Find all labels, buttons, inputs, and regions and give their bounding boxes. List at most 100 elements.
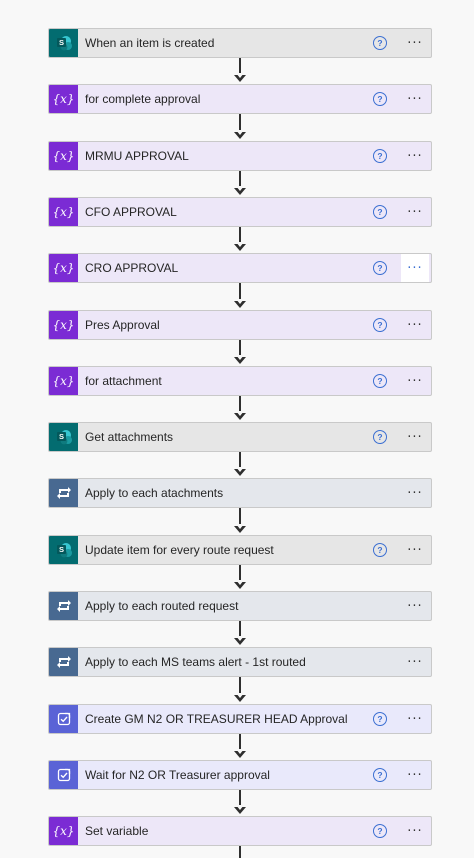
step-title: Apply to each routed request: [85, 599, 239, 613]
more-options-button[interactable]: ···: [407, 542, 423, 558]
connector-line: [239, 283, 241, 304]
more-options-button[interactable]: ···: [401, 254, 429, 282]
arrow-down-icon: [234, 242, 246, 251]
help-icon[interactable]: ?: [373, 318, 387, 332]
help-icon[interactable]: ?: [373, 92, 387, 106]
help-icon[interactable]: ?: [373, 768, 387, 782]
connector-line: [239, 677, 241, 698]
connector-line: [239, 508, 241, 529]
step-set-variable[interactable]: {x}Set variable?···: [48, 816, 432, 846]
arrow-down-icon: [234, 411, 246, 420]
connector-line: [239, 171, 241, 191]
connector-line: [239, 396, 241, 416]
more-options-button[interactable]: ···: [407, 35, 423, 51]
variable-icon: {x}: [49, 817, 78, 845]
connector-line: [239, 846, 241, 858]
more-options-button[interactable]: ···: [407, 711, 423, 727]
step-create-gm-n2-or-treasurer-head-approval[interactable]: Create GM N2 OR TREASURER HEAD Approval?…: [48, 704, 432, 734]
arrow-down-icon: [234, 636, 246, 645]
variable-glyph: {x}: [52, 149, 75, 163]
step-title: MRMU APPROVAL: [85, 149, 189, 163]
step-when-an-item-is-created[interactable]: S When an item is created? ···: [48, 28, 432, 58]
step-mrmu-approval[interactable]: {x} MRMU APPROVAL? ···: [48, 141, 432, 171]
arrow-down-icon: [234, 805, 246, 814]
variable-icon: {x}: [49, 367, 78, 395]
connector-line: [239, 734, 241, 754]
help-icon[interactable]: ?: [373, 712, 387, 726]
variable-icon: {x}: [49, 142, 78, 170]
more-options-button[interactable]: ···: [407, 767, 423, 783]
more-options-button[interactable]: ···: [407, 317, 423, 333]
help-icon[interactable]: ?: [373, 205, 387, 219]
step-title: Wait for N2 OR Treasurer approval: [85, 768, 270, 782]
connector-line: [239, 340, 241, 360]
step-title: Update item for every route request: [85, 543, 274, 557]
step-apply-to-each-routed-request[interactable]: Apply to each routed request ···: [48, 591, 432, 621]
more-options-button[interactable]: ···: [407, 429, 423, 445]
more-options-button[interactable]: ···: [407, 204, 423, 220]
step-cfo-approval[interactable]: {x} CFO APPROVAL? ···: [48, 197, 432, 227]
step-cro-approval[interactable]: {x}CRO APPROVAL?···: [48, 253, 432, 283]
sharepoint-icon: S: [49, 423, 78, 451]
variable-glyph: {x}: [52, 92, 75, 106]
more-options-button[interactable]: ···: [407, 148, 423, 164]
step-title: When an item is created: [85, 36, 215, 50]
connector-line: [239, 114, 241, 135]
more-options-button[interactable]: ···: [407, 598, 423, 614]
step-apply-to-each-ms-teams-alert[interactable]: Apply to each MS teams alert - 1st route…: [48, 647, 432, 677]
step-wait-for-n2-or-treasurer-approval[interactable]: Wait for N2 OR Treasurer approval? ···: [48, 760, 432, 790]
arrow-down-icon: [234, 749, 246, 758]
arrow-down-icon: [234, 355, 246, 364]
help-icon[interactable]: ?: [373, 430, 387, 444]
connector-line: [239, 227, 241, 247]
variable-icon: {x}: [49, 254, 78, 282]
step-title: Apply to each MS teams alert - 1st route…: [85, 655, 306, 669]
variable-glyph: {x}: [52, 374, 75, 388]
help-icon[interactable]: ?: [373, 543, 387, 557]
loop-icon: [49, 479, 78, 507]
help-icon[interactable]: ?: [373, 36, 387, 50]
variable-glyph: {x}: [52, 205, 75, 219]
step-title: for attachment: [85, 374, 162, 388]
svg-text:S: S: [58, 432, 63, 441]
step-for-complete-approval[interactable]: {x}for complete approval?···: [48, 84, 432, 114]
more-options-button[interactable]: ···: [407, 654, 423, 670]
approval-icon: [49, 705, 78, 733]
connector-line: [239, 621, 241, 641]
step-for-attachment[interactable]: {x} for attachment? ···: [48, 366, 432, 396]
step-title: Apply to each atachments: [85, 486, 224, 500]
variable-icon: {x}: [49, 198, 78, 226]
variable-glyph: {x}: [52, 318, 75, 332]
arrow-down-icon: [234, 524, 246, 533]
sharepoint-icon: S: [49, 29, 78, 57]
help-icon[interactable]: ?: [373, 149, 387, 163]
help-icon[interactable]: ?: [373, 261, 387, 275]
more-options-button[interactable]: ···: [407, 485, 423, 501]
arrow-down-icon: [234, 73, 246, 82]
step-title: Pres Approval: [85, 318, 160, 332]
step-apply-to-each-atachments[interactable]: Apply to each atachments ···: [48, 478, 432, 508]
step-pres-approval[interactable]: {x} Pres Approval? ···: [48, 310, 432, 340]
step-title: Create GM N2 OR TREASURER HEAD Approval: [85, 712, 348, 726]
arrow-down-icon: [234, 130, 246, 139]
step-title: CFO APPROVAL: [85, 205, 177, 219]
more-options-button[interactable]: ···: [407, 91, 423, 107]
more-options-button[interactable]: ···: [407, 373, 423, 389]
arrow-down-icon: [234, 580, 246, 589]
help-icon[interactable]: ?: [373, 374, 387, 388]
help-icon[interactable]: ?: [373, 824, 387, 838]
connector-line: [239, 58, 241, 78]
arrow-down-icon: [234, 467, 246, 476]
more-options-button[interactable]: ···: [407, 823, 423, 839]
arrow-down-icon: [234, 299, 246, 308]
loop-icon: [49, 648, 78, 676]
connector-line: [239, 452, 241, 472]
variable-icon: {x}: [49, 85, 78, 113]
arrow-down-icon: [234, 693, 246, 702]
variable-glyph: {x}: [52, 824, 75, 838]
connector-line: [239, 565, 241, 585]
arrow-down-icon: [234, 186, 246, 195]
